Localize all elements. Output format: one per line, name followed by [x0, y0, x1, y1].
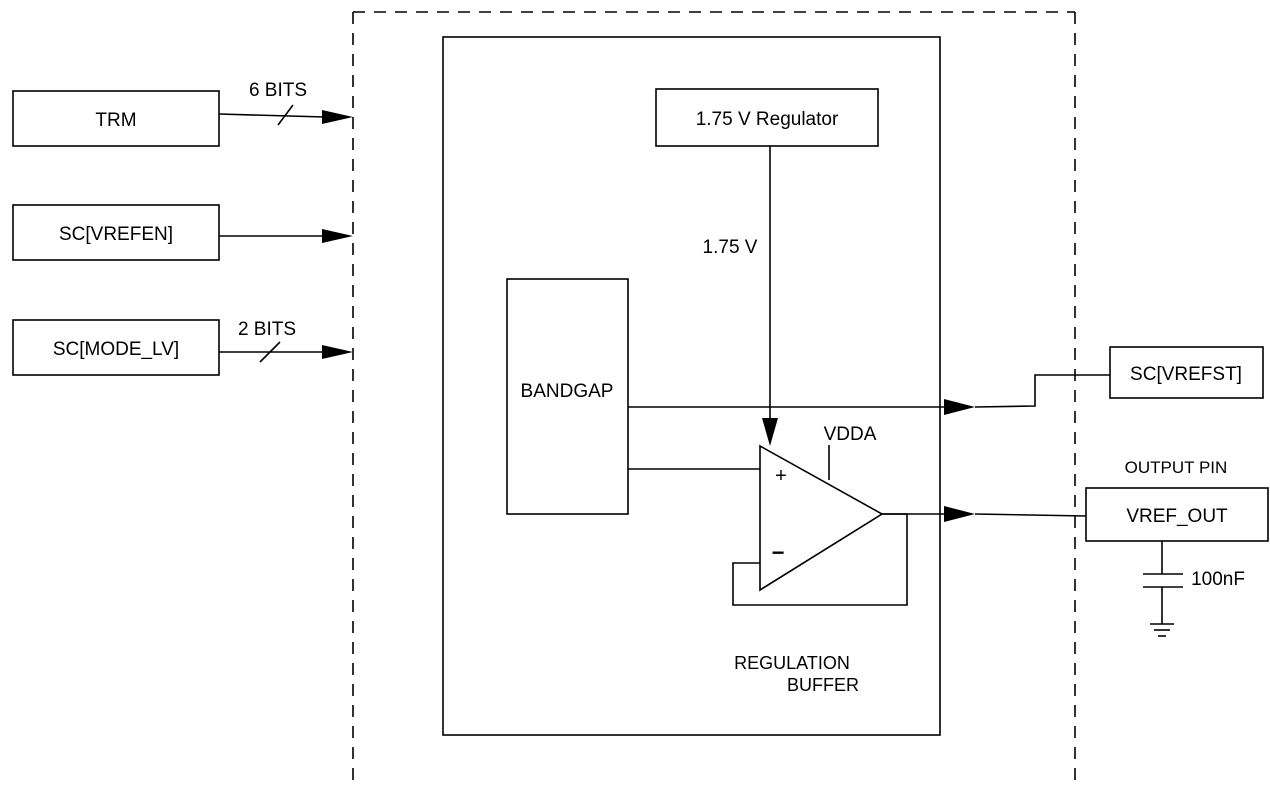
trm-input: TRM 6 BITS [12, 80, 353, 147]
vrefst-output[interactable]: SC[VREFST] [1109, 346, 1264, 399]
vref-out-pin[interactable]: VREF_OUT [1085, 487, 1269, 542]
buffer-label-line-2: BUFFER [787, 675, 859, 695]
vrefst-label: SC[VREFST] [1130, 364, 1242, 385]
vrefst-arrowhead [944, 399, 975, 415]
regulation-buffer: + − VDDA REGULATION BUFFER [734, 424, 884, 695]
trm-bus-slash [277, 104, 294, 126]
regulator: 1.75 V Regulator 1.75 V [655, 88, 879, 446]
vrefen-input: SC[VREFEN] [12, 204, 353, 261]
vrefen-arrowhead [322, 229, 353, 243]
buffer-label-line-1: REGULATION [734, 653, 850, 673]
ground-icon [1150, 623, 1174, 637]
op-amp-minus-sign: − [772, 540, 785, 565]
capacitor-value-label: 100nF [1191, 569, 1245, 590]
mode-lv-bus-slash [259, 341, 281, 363]
mode-lv-bus-width-label: 2 BITS [238, 319, 296, 340]
output-pin-label: OUTPUT PIN [1125, 458, 1228, 477]
vref-out-box [1085, 487, 1269, 542]
trm-arrowhead [322, 110, 353, 124]
mode-lv-label: SC[MODE_LV] [53, 339, 179, 360]
trm-box [12, 90, 220, 147]
decoupling-capacitor: 100nF [1143, 541, 1245, 624]
bandgap-box [506, 278, 629, 515]
vref-out-label: VREF_OUT [1126, 506, 1228, 527]
vrefen-label: SC[VREFEN] [59, 224, 173, 245]
vref-out-arrowhead [944, 506, 975, 522]
mode-lv-box [12, 319, 220, 376]
op-amp-triangle [759, 444, 884, 592]
mode-lv-input: SC[MODE_LV] 2 BITS [12, 319, 353, 376]
vref-out-wire-outer [974, 513, 1087, 517]
trm-bus-width-label: 6 BITS [249, 80, 307, 101]
regulator-arrowhead [762, 418, 778, 446]
vrefen-box [12, 204, 220, 261]
bandgap-label: BANDGAP [521, 381, 614, 402]
mode-lv-arrowhead [322, 345, 353, 359]
vrefst-wire-outer [974, 374, 1110, 408]
trm-label: TRM [95, 110, 136, 131]
trm-wire [218, 113, 326, 118]
regulator-label: 1.75 V Regulator [696, 109, 839, 130]
regulator-box [655, 88, 879, 147]
vdda-label: VDDA [824, 424, 877, 445]
vrefst-box [1109, 346, 1264, 399]
regulator-voltage-label: 1.75 V [703, 237, 758, 258]
bandgap: BANDGAP [506, 278, 629, 515]
op-amp-plus-sign: + [775, 465, 787, 487]
